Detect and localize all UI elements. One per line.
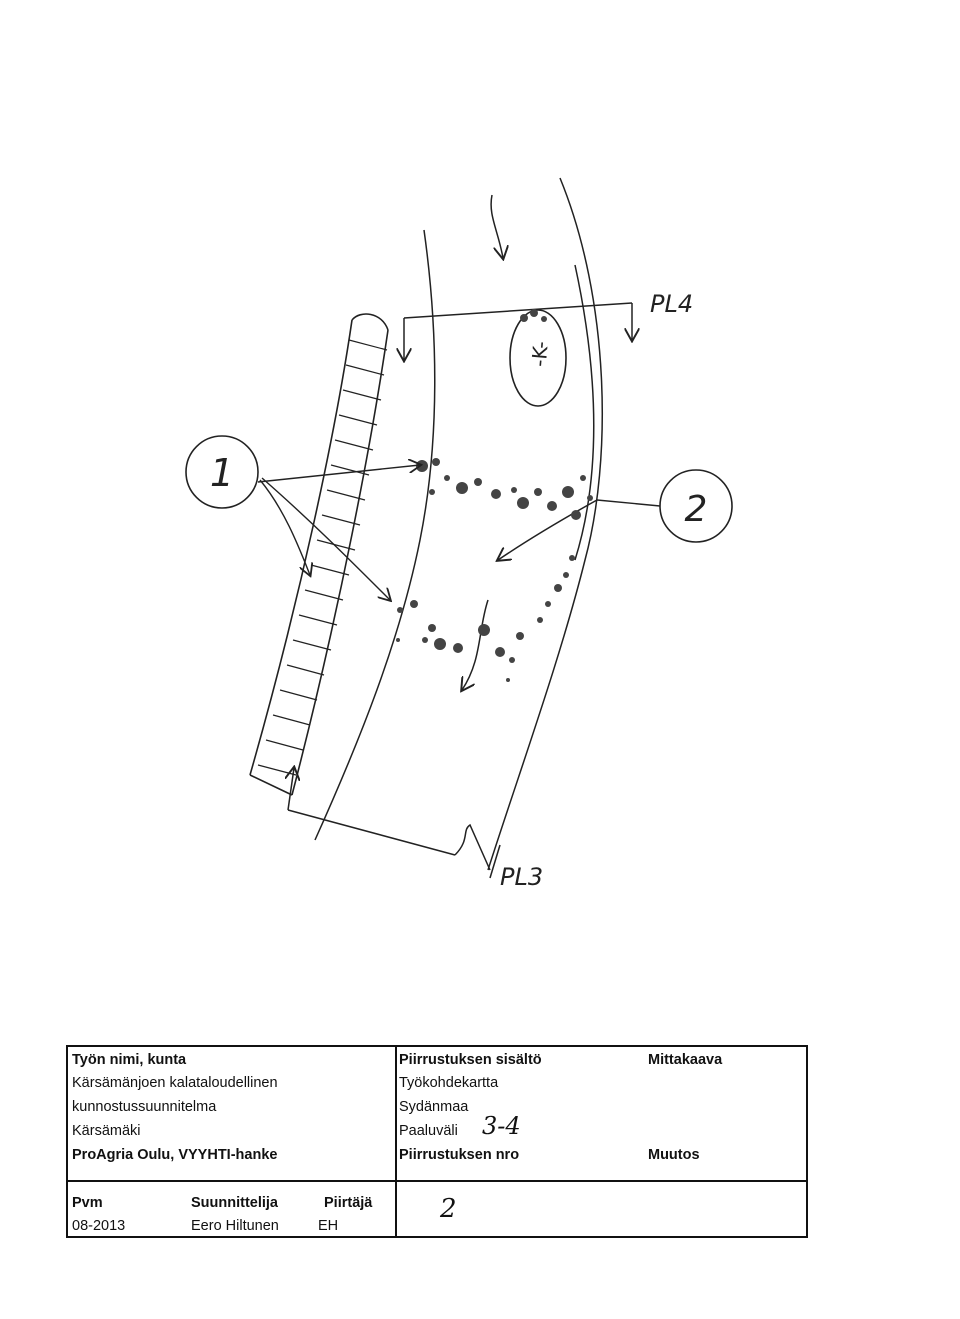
stake-label-pl3: PL3 xyxy=(500,863,543,891)
organization: ProAgria Oulu, VYYHTI-hanke xyxy=(72,1147,278,1163)
embankment-hatching xyxy=(249,313,389,796)
number-label: Piirrustuksen nro xyxy=(399,1147,520,1163)
title-block: Työn nimi, kunta Kärsämänjoen kalataloud… xyxy=(66,1045,808,1238)
k-zone-ellipse xyxy=(509,309,567,407)
content-line-3: Paaluväli xyxy=(399,1123,458,1139)
job-line-1: Kärsämänjoen kalataloudellinen xyxy=(72,1075,278,1091)
flow-arrows xyxy=(462,194,598,690)
date-label: Pvm xyxy=(72,1195,103,1211)
callout-2-label: 2 xyxy=(685,489,708,530)
divider-h1 xyxy=(68,1180,806,1182)
callout-2-leader xyxy=(596,499,661,507)
callout-1-circle xyxy=(185,435,259,509)
content-label: Piirrustuksen sisältö xyxy=(399,1052,542,1068)
job-line-2: kunnostussuunnitelma xyxy=(72,1099,217,1115)
changes-label: Muutos xyxy=(648,1147,700,1163)
job-line-3: Kärsämäki xyxy=(72,1123,141,1139)
designer-label: Suunnittelija xyxy=(191,1195,278,1211)
drafter-label: Piirtäjä xyxy=(324,1195,373,1211)
callout-1-leaders xyxy=(257,465,420,600)
date-value: 08-2013 xyxy=(72,1218,126,1234)
content-line-1: Työkohdekartta xyxy=(399,1075,499,1091)
river-sketch: PL4 PL3 -K- 1 2 xyxy=(185,177,733,891)
river-banks xyxy=(314,177,604,871)
stake-line-pl4 xyxy=(404,302,632,360)
callout-1-label: 1 xyxy=(210,451,234,495)
content-handwritten: 3-4 xyxy=(482,1112,521,1140)
job-label: Työn nimi, kunta xyxy=(72,1052,187,1068)
k-zone-label: -K- xyxy=(527,340,553,367)
designer-value: Eero Hiltunen xyxy=(191,1218,279,1234)
content-line-2: Sydänmaa xyxy=(399,1099,469,1115)
drafter-value: EH xyxy=(318,1218,339,1234)
stake-label-pl4: PL4 xyxy=(650,290,693,318)
stake-line-pl3 xyxy=(288,768,501,879)
scale-label: Mittakaava xyxy=(648,1052,723,1068)
divider-v1 xyxy=(395,1047,397,1238)
stone-dots xyxy=(396,309,593,682)
number-value: 2 xyxy=(440,1194,457,1224)
